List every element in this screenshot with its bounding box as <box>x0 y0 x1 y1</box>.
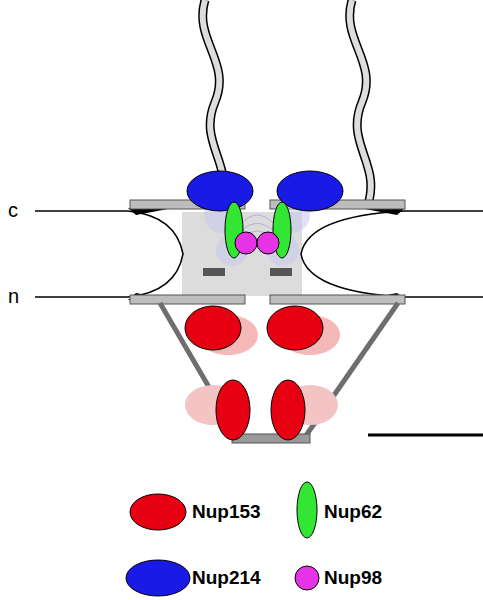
nup214-ellipses <box>187 171 343 211</box>
legend-text: Nup62 <box>324 502 382 521</box>
legend-swatch <box>295 566 319 590</box>
legend-text: Nup214 <box>192 568 261 587</box>
nuclear-envelope <box>35 211 483 297</box>
legend-text: Nup98 <box>324 568 382 587</box>
cytoplasmic-filaments <box>203 0 371 201</box>
region-label: n <box>8 286 19 306</box>
nup153-ring-ellipses <box>185 306 340 355</box>
legend-swatch <box>130 494 186 530</box>
scale-bar <box>368 434 483 437</box>
terminal-ring <box>232 434 310 443</box>
ring-plates <box>130 200 405 304</box>
nup62-ellipses <box>225 202 291 258</box>
region-label: c <box>8 200 18 220</box>
legend-swatch <box>126 560 190 596</box>
legend-text: Nup153 <box>192 502 261 521</box>
inner-bars <box>203 268 292 276</box>
legend-swatch <box>297 482 317 538</box>
membrane-anchors <box>128 208 405 300</box>
nup98-circles <box>235 232 279 254</box>
nup153-basket-ellipses <box>185 380 338 440</box>
